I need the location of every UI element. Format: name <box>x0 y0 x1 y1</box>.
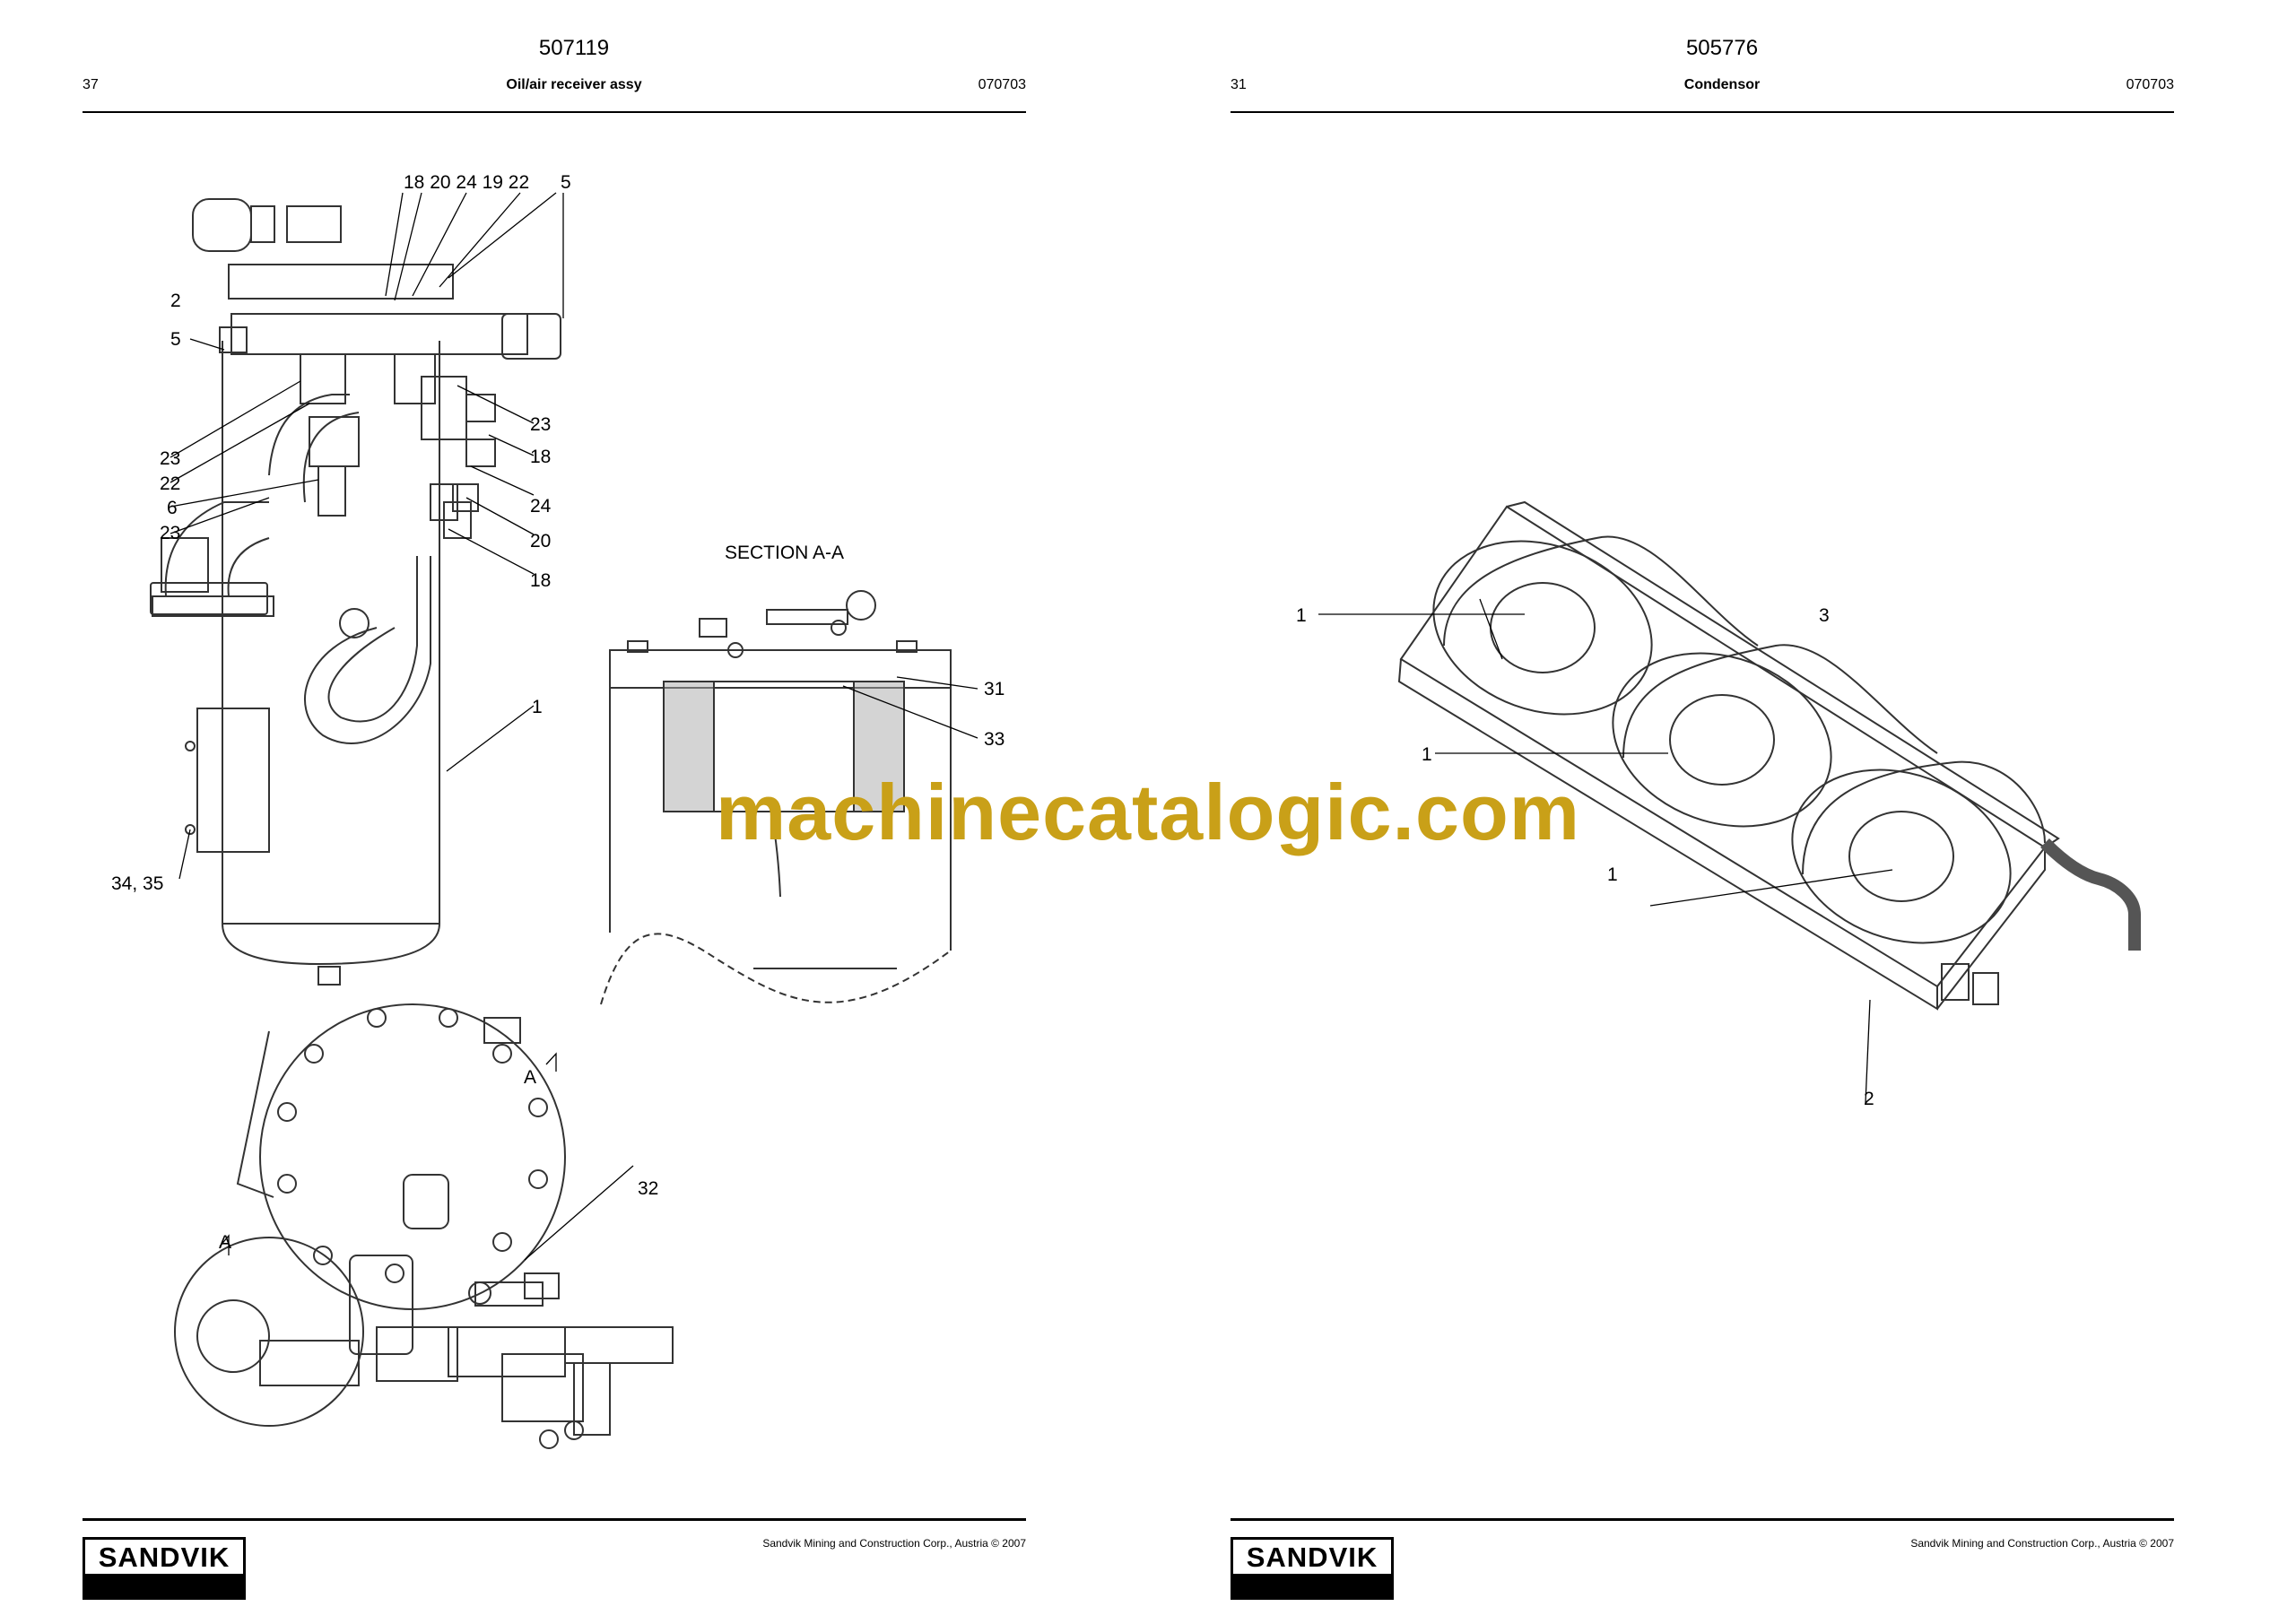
condensor-hoses <box>1443 535 2141 1005</box>
condensor-leader-lines <box>1318 598 1893 1104</box>
callout-18-20-24-19-22: 18 20 24 19 22 <box>404 172 529 193</box>
condensor-drawing: 1 3 1 1 2 <box>1296 500 2141 1109</box>
valve-cluster <box>192 198 561 539</box>
left-footer-rule <box>83 1518 1026 1521</box>
callout-34-35: 34, 35 <box>111 873 163 894</box>
callout-a-bottom: A <box>219 1232 231 1253</box>
right-logo-text: SANDVIK <box>1246 1541 1378 1573</box>
callout-33: 33 <box>984 729 1004 750</box>
section-label: SECTION A-A <box>725 543 844 563</box>
callout-1-top: 1 <box>1296 605 1307 626</box>
callout-22: 22 <box>160 473 180 494</box>
callout-2: 2 <box>1864 1089 1874 1109</box>
right-copyright: Sandvik Mining and Construction Corp., A… <box>1910 1537 2174 1550</box>
callout-6: 6 <box>167 498 178 518</box>
callout-24: 24 <box>530 496 552 517</box>
callout-23-a: 23 <box>160 448 180 469</box>
callout-23-c: 23 <box>530 414 551 435</box>
left-page-number: 37 <box>83 77 99 92</box>
elbow-outlet <box>152 501 274 617</box>
callout-1: 1 <box>532 697 543 717</box>
right-doc-number: 505776 <box>1685 36 1759 60</box>
callout-5-top: 5 <box>561 172 571 193</box>
left-header-rule <box>83 111 1026 113</box>
right-page-number: 31 <box>1231 77 1247 92</box>
left-sandvik-logo: SANDVIK <box>83 1537 246 1600</box>
callout-31: 31 <box>984 679 1004 699</box>
callout-3: 3 <box>1819 605 1830 626</box>
watermark: machinecatalogic.com <box>716 768 1580 856</box>
leader-lines <box>170 192 978 1261</box>
left-logo-bar <box>85 1574 243 1597</box>
right-sandvik-logo: SANDVIK <box>1231 1537 1394 1600</box>
left-page: 507119 37 Oil/air receiver assy 070703 <box>83 36 1026 1600</box>
section-a-a <box>600 590 952 1005</box>
left-page-title: Oil/air receiver assy <box>506 77 642 92</box>
fan-units <box>1432 540 2012 944</box>
right-date-code: 070703 <box>2126 77 2174 92</box>
left-doc-number: 507119 <box>538 36 610 60</box>
bottom-view <box>174 1003 674 1449</box>
callout-20: 20 <box>530 531 551 551</box>
right-logo-bar <box>1233 1574 1391 1597</box>
callout-1-bottom: 1 <box>1607 864 1618 885</box>
condensor-frame <box>1397 500 2060 1011</box>
left-logo-text: SANDVIK <box>98 1541 230 1573</box>
callout-18-b: 18 <box>530 570 551 591</box>
right-page-title: Condensor <box>1683 77 1761 92</box>
callout-18-a: 18 <box>530 447 551 467</box>
callout-2: 2 <box>170 291 181 311</box>
callout-a-top: A <box>524 1067 536 1088</box>
right-callouts: 1 3 1 1 2 <box>1296 605 1874 1109</box>
right-footer-rule <box>1231 1518 2174 1521</box>
right-page: 505776 31 Condensor 070703 <box>1148 0 2296 1624</box>
callout-23-b: 23 <box>160 523 180 543</box>
oil-air-receiver-drawing: 18 20 24 19 22 5 2 5 23 22 6 23 23 18 24… <box>111 172 1004 1449</box>
callout-32: 32 <box>638 1178 658 1199</box>
callout-5-side: 5 <box>170 329 181 350</box>
left-date-code: 070703 <box>978 77 1026 92</box>
callout-1-middle: 1 <box>1422 744 1432 765</box>
receiver-tank <box>150 341 440 986</box>
left-copyright: Sandvik Mining and Construction Corp., A… <box>762 1537 1026 1550</box>
right-header-rule <box>1231 111 2174 113</box>
left-callouts: 18 20 24 19 22 5 2 5 23 22 6 23 23 18 24… <box>111 172 1004 1253</box>
